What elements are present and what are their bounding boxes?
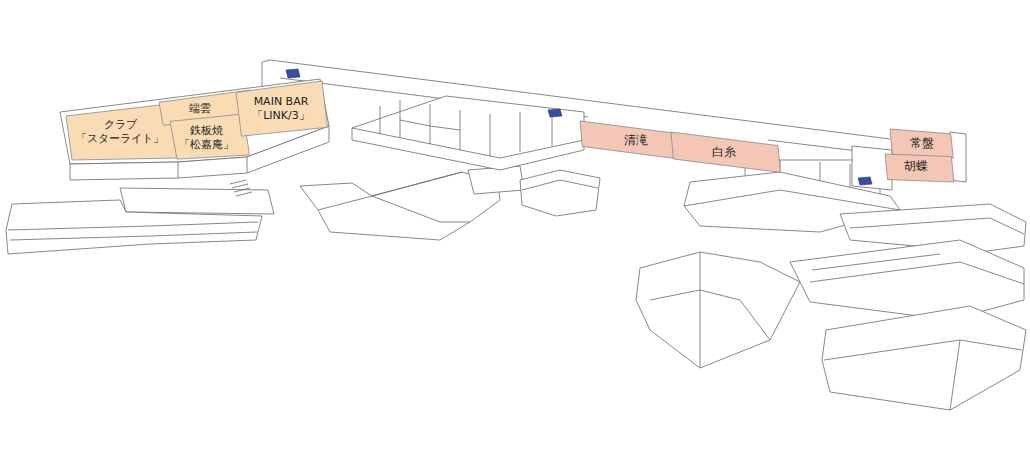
room-area: 白糸 — [671, 132, 780, 172]
room-area: 常盤 — [890, 129, 953, 158]
room-shape — [671, 132, 780, 172]
room-shape — [170, 114, 249, 159]
room-area: 胡蝶 — [885, 154, 954, 182]
room-label: MAIN BAR 「LINK/3」 — [248, 95, 314, 123]
room-label: 常盤 — [910, 136, 934, 151]
room-shape — [885, 154, 954, 182]
room-shape — [890, 129, 953, 158]
room-label: 鉄板焼 「松嘉庵」 — [179, 124, 234, 152]
room-label: 端雲 — [189, 102, 211, 116]
room-label: 清滝 — [624, 133, 648, 148]
room-label: クラブ 「スターライト」 — [76, 118, 164, 146]
room-label: 白糸 — [712, 145, 736, 160]
room-shape — [236, 81, 328, 136]
room-area: 鉄板焼 「松嘉庵」 — [170, 114, 249, 159]
room-area: MAIN BAR 「LINK/3」 — [236, 81, 328, 136]
room-label: 胡蝶 — [904, 159, 928, 174]
